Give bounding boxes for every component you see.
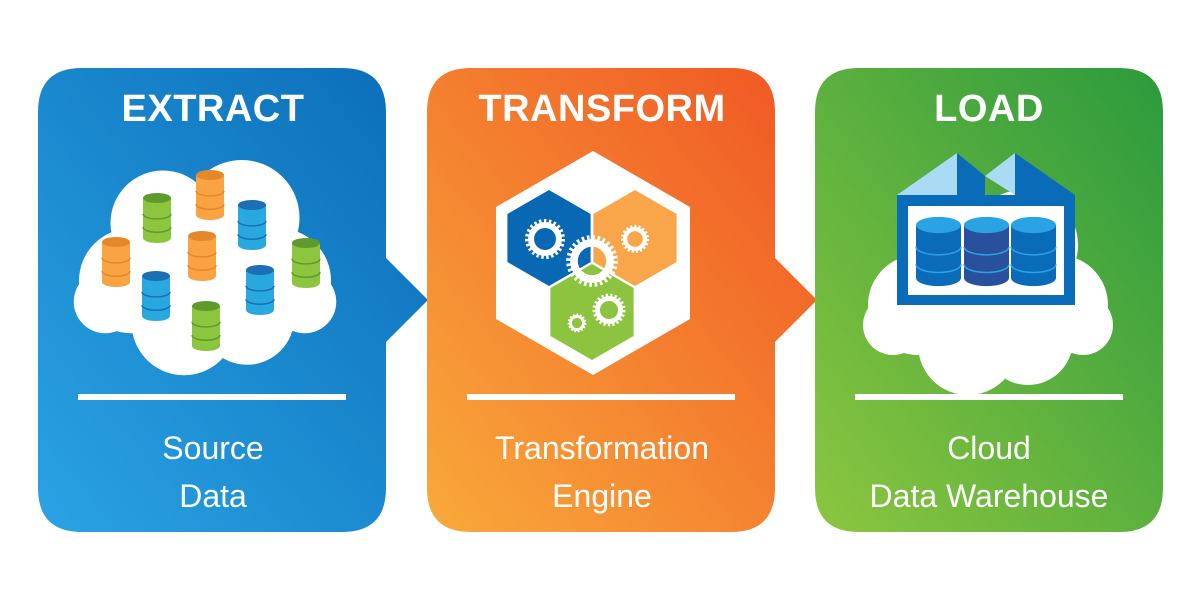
warehouse-database-icon	[963, 216, 1010, 287]
load-title: LOAD	[934, 88, 1044, 130]
cylinder-band	[291, 271, 321, 278]
cylinder-band	[141, 304, 171, 311]
load-divider	[855, 394, 1123, 400]
cylinder-body	[196, 175, 224, 221]
cylinder-body	[238, 205, 266, 251]
gear-ring	[570, 239, 614, 283]
cylinder-top	[102, 236, 130, 248]
cylinder-band	[101, 270, 131, 277]
gear-icon	[620, 224, 650, 254]
cylinder-band	[142, 226, 172, 233]
transform-subtitle: Transformation Engine	[427, 424, 777, 520]
cylinder-band	[191, 334, 221, 341]
hexagon-green	[550, 264, 634, 360]
gear-teeth	[620, 224, 650, 254]
cylinder-top	[964, 216, 1009, 234]
gear-ring	[569, 315, 585, 331]
cylinder-band	[141, 291, 171, 298]
cylinder-body	[292, 243, 320, 289]
load-subtitle: Cloud Data Warehouse	[814, 424, 1164, 520]
cylinder-body	[246, 270, 275, 316]
cylinder-band	[237, 233, 267, 240]
gear-teeth	[566, 235, 618, 287]
source-database-icon	[291, 237, 321, 289]
warehouse-roof-left	[897, 153, 957, 195]
cylinder-top	[142, 270, 170, 282]
cloud-puff	[1053, 295, 1113, 355]
cylinder-band	[245, 298, 275, 305]
cloud-puff	[983, 295, 1073, 385]
gear-icon	[592, 293, 626, 327]
source-database-icon	[141, 270, 171, 322]
gear-teeth	[567, 313, 587, 333]
cylinder-body	[143, 198, 171, 244]
extract-subtitle-line-2: Data	[179, 478, 247, 514]
cylinder-band	[245, 285, 275, 292]
warehouse-roof-right-side	[1015, 153, 1075, 195]
gear-ring	[595, 296, 623, 324]
cylinder-band	[1010, 264, 1057, 274]
cylinder-band	[915, 264, 962, 274]
hexagon-blue	[507, 190, 591, 286]
transform-subtitle-line-2: Engine	[552, 478, 652, 514]
source-database-icon	[101, 236, 131, 288]
cylinder-band	[291, 258, 321, 265]
gear-teeth	[525, 219, 565, 259]
extract-subtitle-line-1: Source	[162, 430, 264, 466]
cylinder-band	[187, 251, 217, 258]
cylinder-top	[196, 169, 224, 181]
cylinder-band	[195, 190, 225, 197]
gear-icon	[566, 235, 618, 287]
source-database-icon	[142, 192, 172, 244]
cylinder-top	[238, 199, 266, 211]
cylinder-top	[143, 192, 171, 204]
transform-subtitle-line-1: Transformation	[495, 430, 709, 466]
cylinder-band	[915, 246, 962, 256]
cylinder-top	[188, 230, 216, 242]
cylinder-band	[191, 321, 221, 328]
warehouse-roof-right	[985, 153, 1015, 195]
source-database-icon	[245, 264, 275, 316]
transform-divider	[467, 394, 735, 400]
cylinder-band	[187, 264, 217, 271]
cloud-puff	[863, 295, 923, 355]
gear-icon	[525, 219, 565, 259]
warehouse-database-icon	[915, 216, 962, 287]
cylinder-band	[963, 246, 1010, 256]
cylinder-band	[101, 257, 131, 264]
source-database-icon	[195, 169, 225, 221]
source-database-icon	[187, 230, 217, 282]
extract-divider	[78, 394, 346, 400]
cylinder-body	[142, 276, 170, 322]
extract-subtitle: Source Data	[38, 424, 388, 520]
source-database-icon	[191, 300, 221, 352]
gear-ring	[623, 227, 647, 251]
cylinder-top	[916, 216, 961, 234]
cloud-puff	[273, 270, 337, 334]
cylinder-top	[292, 237, 320, 249]
source-database-icon	[237, 199, 267, 251]
cylinder-band	[195, 203, 225, 210]
transform-title: TRANSFORM	[478, 88, 726, 130]
cylinder-body	[102, 242, 130, 288]
cylinder-top	[1011, 216, 1056, 234]
gear-teeth	[592, 293, 626, 327]
cylinder-body	[192, 306, 221, 352]
warehouse-roof-left-side	[957, 153, 985, 195]
cylinder-band	[142, 213, 172, 220]
cylinder-band	[1010, 246, 1057, 256]
cylinder-band	[963, 264, 1010, 274]
cylinder-top	[192, 300, 220, 312]
cylinder-top	[246, 264, 274, 276]
gear-ring	[528, 222, 562, 256]
extract-title: EXTRACT	[121, 88, 305, 130]
cylinder-body	[188, 236, 216, 282]
cylinder-band	[237, 220, 267, 227]
warehouse-database-icon	[1010, 216, 1057, 287]
gear-icon	[567, 313, 587, 333]
load-subtitle-line-2: Data Warehouse	[869, 478, 1109, 514]
load-subtitle-line-1: Cloud	[947, 430, 1031, 466]
